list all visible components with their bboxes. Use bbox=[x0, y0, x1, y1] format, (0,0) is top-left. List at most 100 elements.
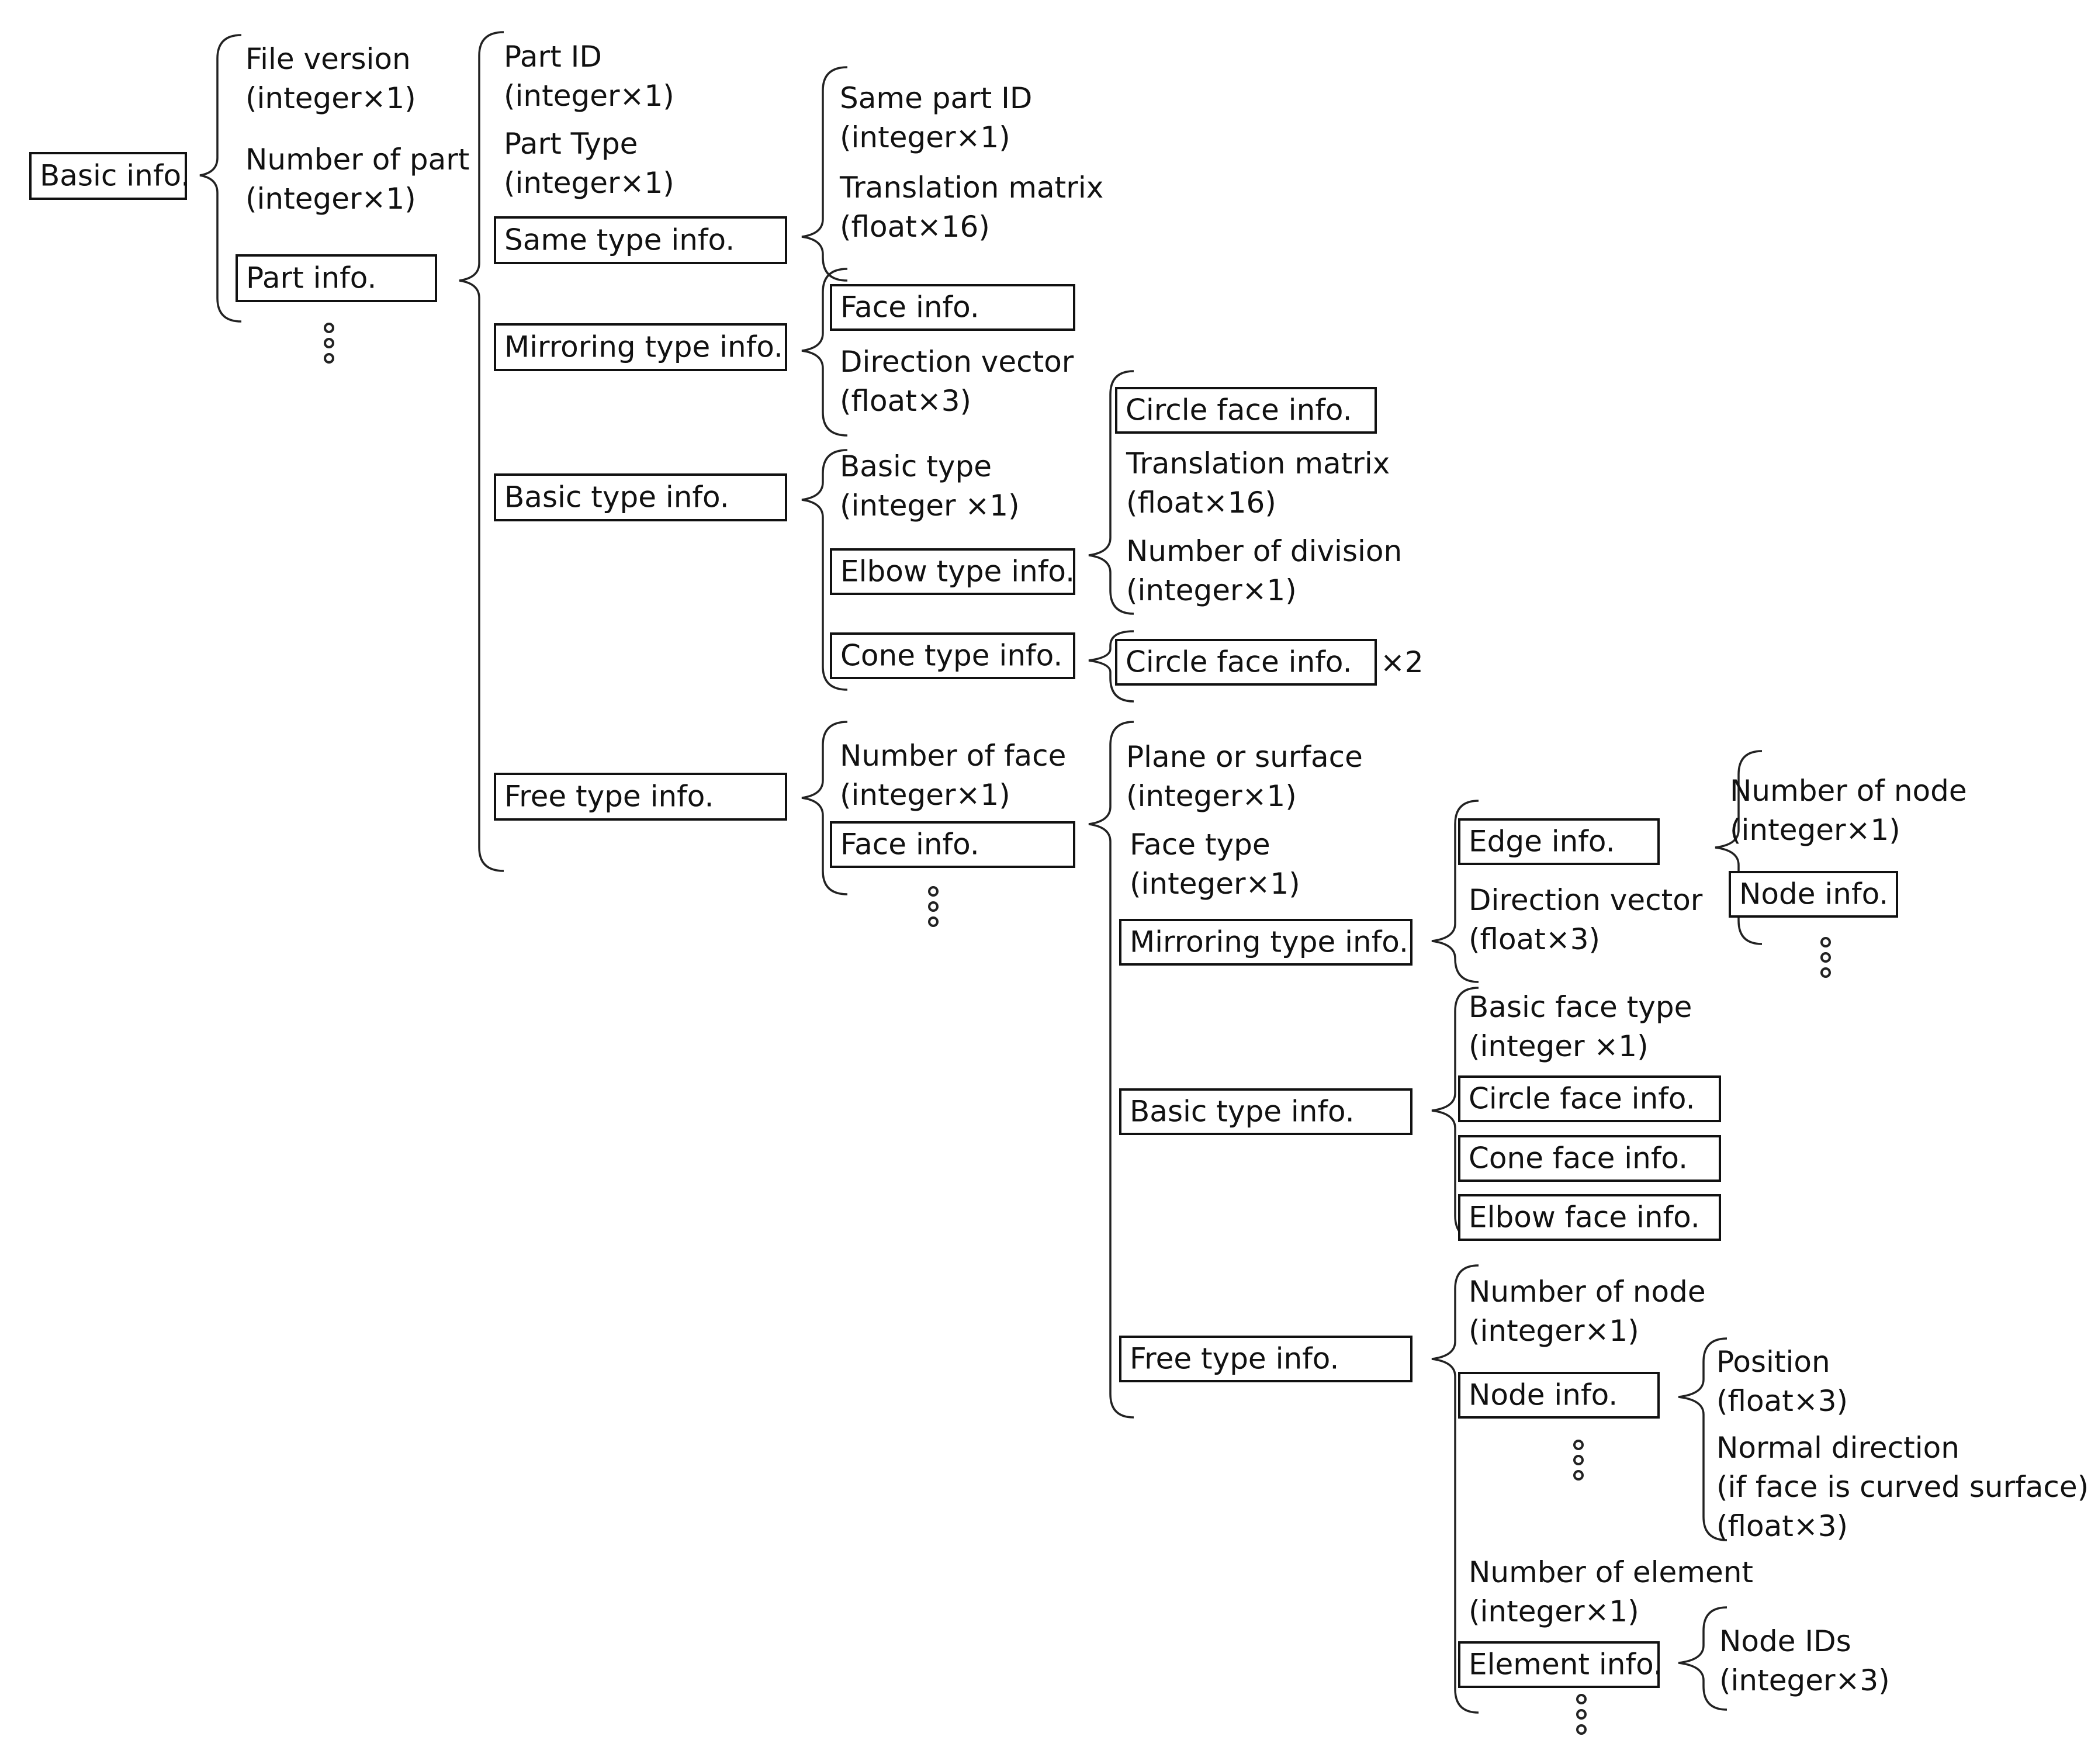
edge-number-of-node-type: (integer×1) bbox=[1730, 813, 1900, 847]
elbow-face-info-label: Elbow face info. bbox=[1469, 1200, 1700, 1234]
cone-face-info-box: Cone face info. bbox=[1458, 1135, 1721, 1182]
brace bbox=[1431, 800, 1479, 983]
elbow-type-info-box: Elbow type info. bbox=[830, 548, 1075, 595]
number-of-division-label: Number of division bbox=[1126, 534, 1403, 568]
normal-direction-type: (float×3) bbox=[1716, 1509, 1848, 1543]
node-ids-label: Node IDs bbox=[1719, 1624, 1851, 1658]
free-number-of-node-label: Number of node bbox=[1469, 1275, 1706, 1309]
brace bbox=[199, 34, 242, 323]
ellipsis-dot bbox=[1576, 1694, 1587, 1704]
cone-circle-face-info-box: Circle face info. bbox=[1115, 639, 1377, 686]
part-id-label: Part ID bbox=[504, 40, 602, 74]
basic-type-info-label: Basic type info. bbox=[504, 480, 729, 514]
normal-direction-label: Normal direction bbox=[1716, 1431, 1959, 1465]
free-node-info-box: Node info. bbox=[1458, 1372, 1660, 1419]
face-type-type: (integer×1) bbox=[1130, 867, 1300, 901]
ellipsis-dot bbox=[1576, 1709, 1587, 1720]
part-info-box: Part info. bbox=[236, 254, 437, 302]
brace bbox=[1088, 630, 1134, 703]
element-info-label: Element info. bbox=[1469, 1647, 1663, 1682]
position-label: Position bbox=[1716, 1345, 1830, 1379]
ellipsis-dot bbox=[928, 916, 939, 927]
edge-info-label: Edge info. bbox=[1469, 824, 1615, 859]
brace bbox=[1678, 1606, 1727, 1711]
normal-direction-note: (if face is curved surface) bbox=[1716, 1470, 2089, 1504]
brace bbox=[801, 66, 848, 282]
elbow-type-info-label: Elbow type info. bbox=[840, 554, 1075, 589]
free-type-info-label: Free type info. bbox=[504, 779, 714, 814]
cone-face-info-label: Cone face info. bbox=[1469, 1141, 1688, 1175]
basic-type-type: (integer ×1) bbox=[840, 489, 1020, 523]
number-of-part-label: Number of part bbox=[245, 143, 470, 177]
translation-matrix-label: Translation matrix bbox=[840, 171, 1104, 205]
basic-info-label: Basic info. bbox=[40, 158, 191, 193]
brace bbox=[801, 721, 848, 895]
basic-face-type-type: (integer ×1) bbox=[1469, 1029, 1649, 1063]
brace bbox=[1431, 1264, 1479, 1714]
element-info-box: Element info. bbox=[1458, 1641, 1663, 1688]
ellipsis-dot bbox=[1576, 1724, 1587, 1735]
brace bbox=[1678, 1337, 1727, 1541]
number-of-part-type: (integer×1) bbox=[245, 182, 416, 216]
times-two-label: ×2 bbox=[1380, 645, 1424, 679]
ellipsis-dot bbox=[928, 886, 939, 897]
brace bbox=[1088, 370, 1134, 615]
face-info-box: Face info. bbox=[830, 284, 1075, 331]
file-version-type: (integer×1) bbox=[245, 81, 416, 115]
number-of-element-type: (integer×1) bbox=[1469, 1594, 1639, 1628]
cone-circle-face-info-label: Circle face info. bbox=[1126, 645, 1352, 679]
face-type-label: Face type bbox=[1130, 828, 1270, 862]
face-direction-vector-type: (float×3) bbox=[1469, 922, 1601, 956]
translation-matrix-type: (float×16) bbox=[840, 210, 990, 244]
node-ids-type: (integer×3) bbox=[1719, 1663, 1890, 1697]
basic-type-info-box: Basic type info. bbox=[494, 473, 787, 521]
ellipsis-dot bbox=[1573, 1470, 1584, 1481]
ellipsis-dot bbox=[1820, 952, 1831, 963]
basic-face-type-label: Basic face type bbox=[1469, 990, 1692, 1024]
file-version-label: File version bbox=[245, 42, 411, 76]
brace bbox=[459, 31, 504, 872]
ellipsis-dot bbox=[324, 353, 334, 364]
number-of-division-type: (integer×1) bbox=[1126, 573, 1297, 607]
face-mirroring-type-info-label: Mirroring type info. bbox=[1130, 925, 1408, 959]
brace bbox=[801, 268, 848, 437]
brace bbox=[1715, 750, 1763, 945]
free-type-info-box: Free type info. bbox=[494, 773, 787, 821]
free-node-info-label: Node info. bbox=[1469, 1378, 1618, 1412]
face-free-type-info-label: Free type info. bbox=[1130, 1341, 1339, 1376]
ellipsis-dot bbox=[1820, 937, 1831, 947]
ellipsis-dot bbox=[1820, 967, 1831, 978]
brace bbox=[1088, 721, 1134, 1419]
basic-circle-face-info-box: Circle face info. bbox=[1458, 1075, 1721, 1122]
basic-type-label: Basic type bbox=[840, 449, 992, 483]
face-basic-type-info-box: Basic type info. bbox=[1119, 1088, 1412, 1135]
same-part-id-type: (integer×1) bbox=[840, 120, 1010, 154]
plane-or-surface-type: (integer×1) bbox=[1126, 779, 1297, 813]
face-mirroring-type-info-box: Mirroring type info. bbox=[1119, 919, 1412, 966]
edge-node-info-box: Node info. bbox=[1729, 871, 1898, 918]
circle-face-info-label: Circle face info. bbox=[1126, 393, 1352, 427]
same-part-id-label: Same part ID bbox=[840, 81, 1033, 115]
number-of-face-type: (integer×1) bbox=[840, 778, 1010, 812]
number-of-element-label: Number of element bbox=[1469, 1555, 1754, 1589]
part-type-type: (integer×1) bbox=[504, 166, 674, 200]
edge-node-info-label: Node info. bbox=[1739, 877, 1889, 911]
face-free-type-info-box: Free type info. bbox=[1119, 1336, 1412, 1382]
face-basic-type-info-label: Basic type info. bbox=[1130, 1094, 1355, 1129]
position-type: (float×3) bbox=[1716, 1384, 1848, 1418]
same-type-info-box: Same type info. bbox=[494, 216, 787, 264]
ellipsis-dot bbox=[324, 323, 334, 333]
plane-or-surface-label: Plane or surface bbox=[1126, 740, 1363, 774]
cone-type-info-box: Cone type info. bbox=[830, 632, 1075, 679]
circle-face-info-box: Circle face info. bbox=[1115, 387, 1377, 434]
same-type-info-label: Same type info. bbox=[504, 223, 735, 257]
free-number-of-node-type: (integer×1) bbox=[1469, 1314, 1639, 1348]
free-face-info-box: Face info. bbox=[830, 821, 1075, 868]
direction-vector-label: Direction vector bbox=[840, 345, 1074, 379]
edge-info-box: Edge info. bbox=[1458, 818, 1660, 865]
brace bbox=[801, 449, 848, 691]
part-info-label: Part info. bbox=[246, 261, 377, 295]
brace bbox=[1431, 987, 1479, 1240]
